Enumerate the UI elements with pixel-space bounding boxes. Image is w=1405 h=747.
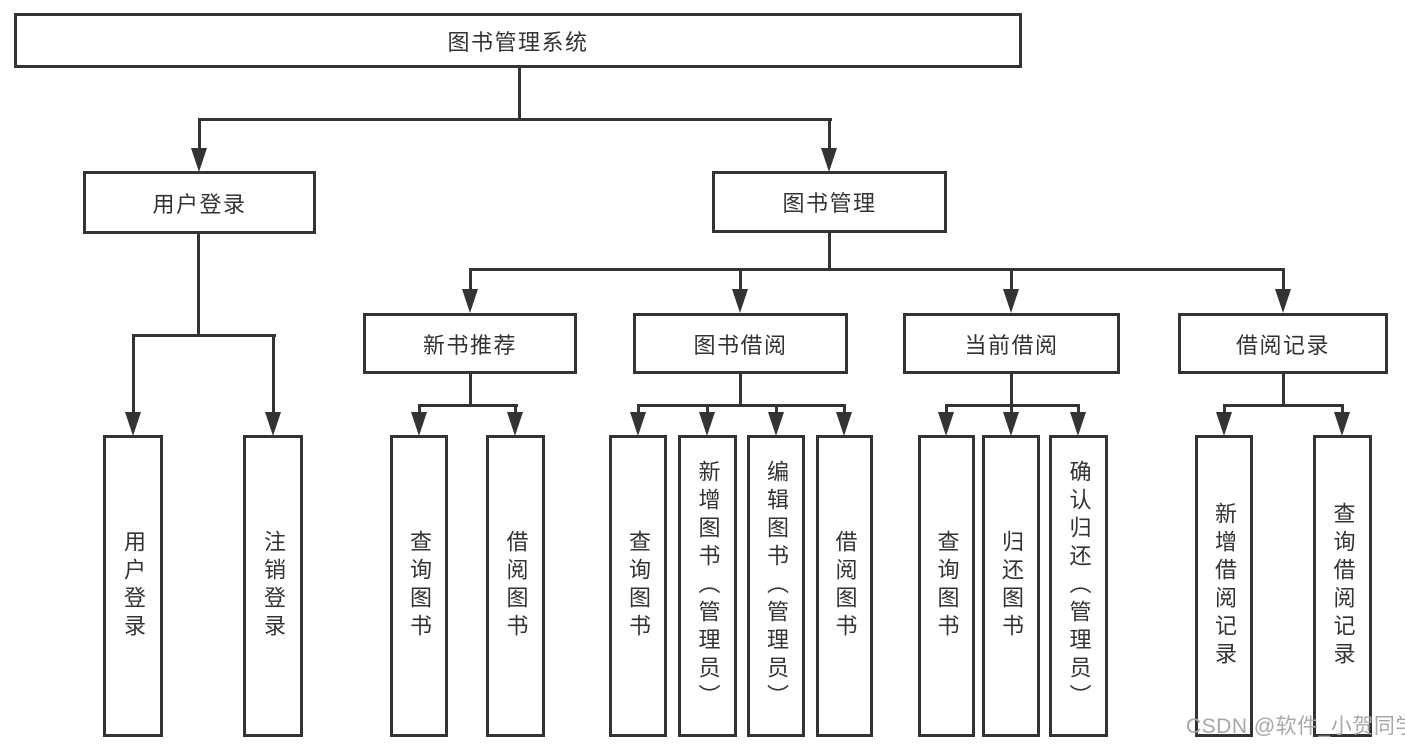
connector-arrowhead — [821, 148, 837, 172]
connector-arrowhead — [125, 412, 141, 436]
node-book-management: 图书管理 — [712, 171, 947, 233]
connector-arrowhead — [938, 412, 954, 436]
leaf-query-books-current: 查询图书 — [918, 435, 975, 737]
node-label: 图书管理系统 — [447, 29, 589, 55]
connector-vline — [1282, 270, 1285, 293]
connector-vline — [843, 406, 846, 415]
leaf-logout: 注销登录 — [243, 435, 303, 737]
leaf-confirm-return-admin: 确认归还（管理员） — [1049, 435, 1108, 737]
connector-vline — [828, 120, 831, 152]
node-label: 图书管理 — [782, 191, 877, 216]
connector-vline — [1223, 406, 1226, 415]
leaf-label: 新增借阅记录 — [1212, 502, 1237, 670]
connector-vline — [272, 336, 275, 416]
connector-vline — [1077, 406, 1080, 415]
leaf-label: 查询借阅记录 — [1330, 502, 1356, 670]
connector-hline — [945, 404, 1080, 407]
connector-arrowhead — [1334, 412, 1350, 436]
leaf-label: 借阅图书 — [503, 530, 529, 642]
connector-arrowhead — [462, 289, 478, 313]
node-label: 当前借阅 — [964, 332, 1059, 358]
leaf-user-login: 用户登录 — [103, 435, 163, 737]
connector-arrowhead — [1070, 412, 1086, 436]
connector-vline — [706, 406, 709, 415]
connector-vline — [739, 374, 742, 406]
connector-arrowhead — [1003, 412, 1019, 436]
node-book-borrowing: 图书借阅 — [633, 313, 848, 374]
leaf-label: 用户登录 — [121, 530, 146, 642]
connector-hline — [198, 118, 832, 121]
connector-vline — [1010, 406, 1013, 415]
leaf-borrow-books: 借阅图书 — [816, 435, 873, 737]
connector-arrowhead — [411, 412, 427, 436]
node-label: 用户登录 — [152, 191, 247, 217]
connector-vline — [828, 233, 831, 271]
node-current-borrowing: 当前借阅 — [903, 313, 1120, 374]
connector-hline — [418, 404, 518, 407]
connector-arrowhead — [191, 148, 207, 172]
connector-arrowhead — [699, 412, 715, 436]
leaf-return-books: 归还图书 — [982, 435, 1040, 737]
node-new-book-recommendation: 新书推荐 — [363, 313, 577, 374]
connector-vline — [518, 68, 521, 121]
connector-arrowhead — [630, 412, 646, 436]
leaf-label: 借阅图书 — [832, 530, 858, 642]
node-library-management-system: 图书管理系统 — [14, 13, 1022, 68]
connector-vline — [514, 406, 517, 415]
connector-vline — [197, 234, 200, 337]
leaf-query-books-recommend: 查询图书 — [390, 435, 448, 737]
csdn-watermark: CSDN @软件_小贺同学 — [1186, 715, 1405, 738]
leaf-add-borrow-record: 新增借阅记录 — [1195, 435, 1253, 737]
connector-arrowhead — [768, 412, 784, 436]
connector-arrowhead — [1275, 289, 1291, 313]
leaf-label: 归还图书 — [999, 530, 1024, 642]
connector-arrowhead — [732, 289, 748, 313]
leaf-label: 新增图书（管理员） — [695, 460, 721, 712]
leaf-query-books-borrow: 查询图书 — [609, 435, 667, 737]
connector-vline — [739, 270, 742, 293]
connector-hline — [1223, 404, 1344, 407]
connector-vline — [637, 406, 640, 415]
leaf-label: 编辑图书（管理员） — [764, 460, 789, 712]
leaf-add-books-admin: 新增图书（管理员） — [678, 435, 737, 737]
leaf-label: 确认归还（管理员） — [1066, 460, 1092, 712]
leaf-label: 查询图书 — [626, 530, 651, 642]
connector-arrowhead — [836, 412, 852, 436]
connector-hline — [469, 268, 1285, 271]
connector-vline — [1010, 270, 1013, 293]
leaf-query-borrow-record: 查询借阅记录 — [1313, 435, 1372, 737]
leaf-label: 查询图书 — [934, 530, 960, 642]
node-user-login: 用户登录 — [83, 171, 316, 234]
connector-vline — [469, 374, 472, 406]
connector-vline — [1341, 406, 1344, 415]
connector-hline — [637, 404, 846, 407]
connector-arrowhead — [1003, 289, 1019, 313]
node-label: 新书推荐 — [422, 332, 517, 358]
connector-vline — [1010, 374, 1013, 406]
connector-arrowhead — [265, 412, 281, 436]
node-borrowing-records: 借阅记录 — [1178, 313, 1388, 374]
connector-vline — [198, 120, 201, 152]
connector-hline — [132, 334, 276, 337]
connector-arrowhead — [1216, 412, 1232, 436]
connector-vline — [418, 406, 421, 415]
connector-vline — [1282, 374, 1285, 406]
leaf-label: 注销登录 — [261, 530, 286, 642]
leaf-label: 查询图书 — [407, 530, 432, 642]
leaf-borrow-books-recommend: 借阅图书 — [486, 435, 545, 737]
connector-vline — [469, 270, 472, 293]
leaf-edit-books-admin: 编辑图书（管理员） — [747, 435, 805, 737]
node-label: 图书借阅 — [693, 332, 788, 358]
connector-vline — [945, 406, 948, 415]
connector-vline — [775, 406, 778, 415]
node-label: 借阅记录 — [1235, 332, 1330, 358]
connector-vline — [132, 336, 135, 416]
connector-arrowhead — [507, 412, 523, 436]
